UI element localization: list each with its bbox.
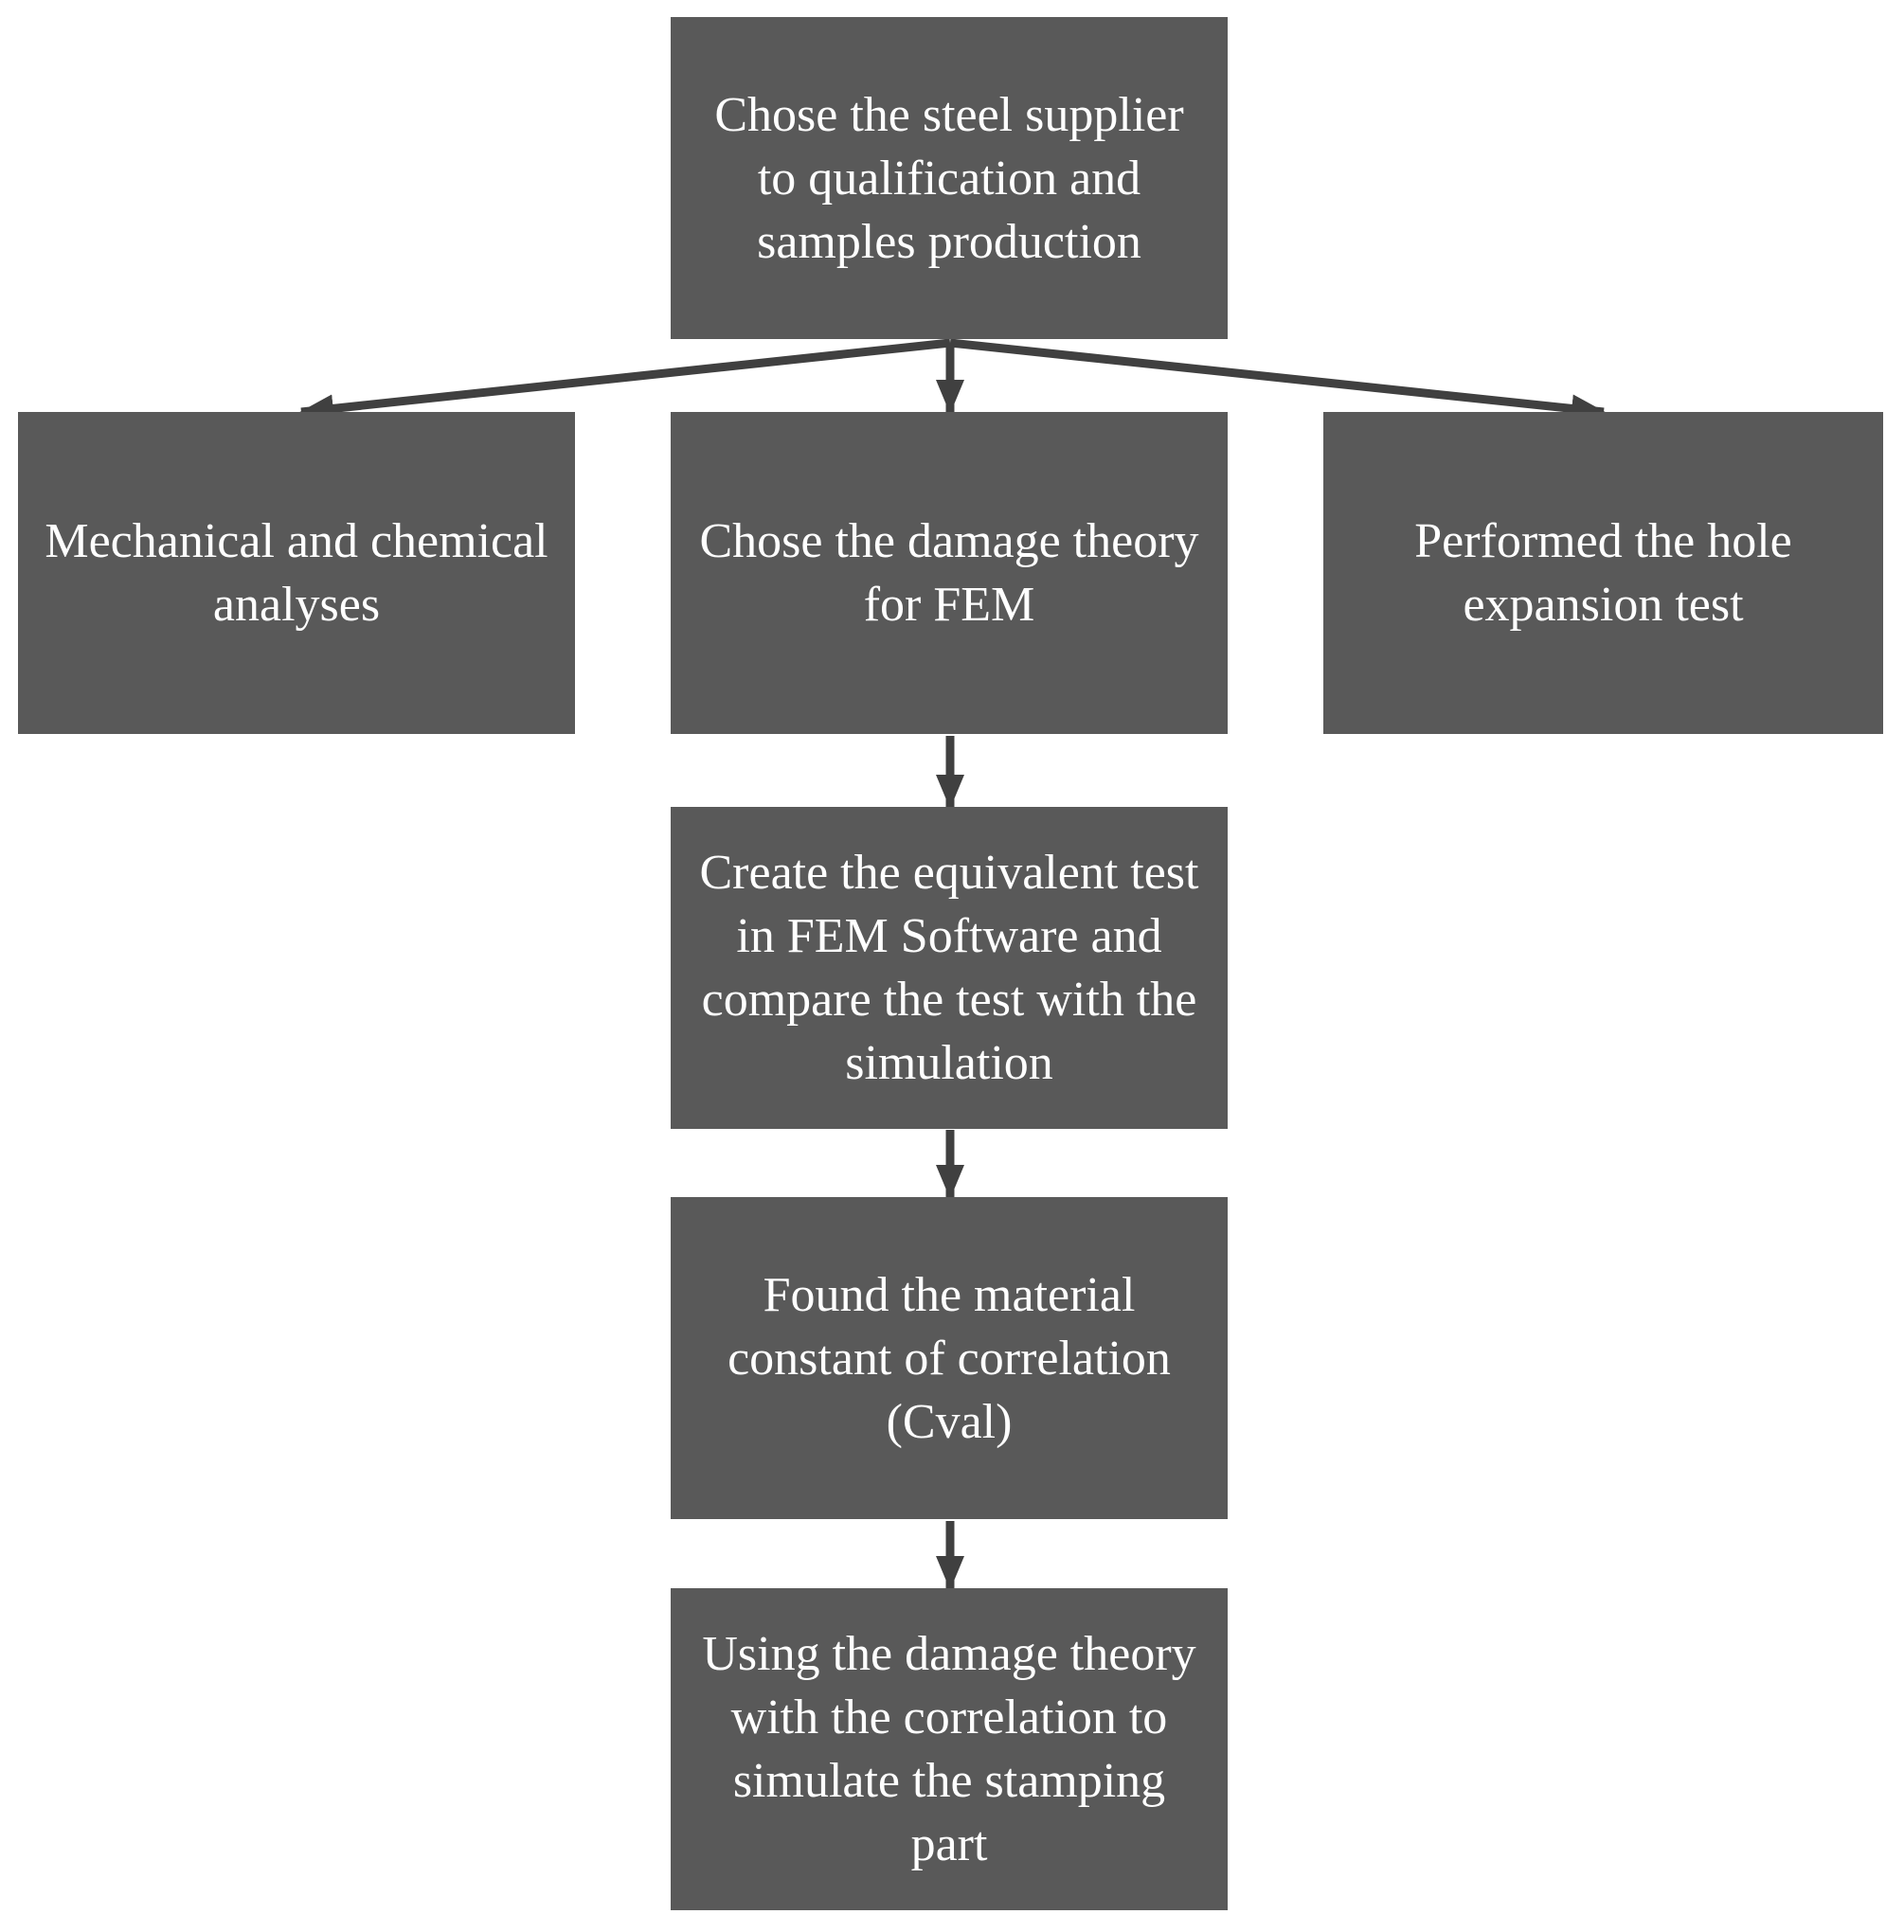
node-steel-supplier-label: Chose the steel supplier to qualificatio…: [714, 87, 1184, 269]
node-material-constant-label: Found the material constant of correlati…: [727, 1267, 1171, 1449]
node-material-constant: Found the material constant of correlati…: [671, 1197, 1228, 1519]
node-hole-expansion-test-label: Performed the hole expansion test: [1414, 514, 1792, 632]
node-create-equivalent-test-label: Create the equivalent test in FEM Softwa…: [699, 846, 1199, 1090]
node-steel-supplier: Chose the steel supplier to qualificatio…: [671, 17, 1228, 339]
node-using-damage-theory: Using the damage theory with the correla…: [671, 1588, 1228, 1910]
node-using-damage-theory-label: Using the damage theory with the correla…: [702, 1627, 1196, 1871]
node-mechanical-chemical-analyses: Mechanical and chemical analyses: [18, 412, 575, 734]
arrow-supplier-to-mechanical: [299, 338, 951, 423]
node-hole-expansion-test: Performed the hole expansion test: [1323, 412, 1883, 734]
node-damage-theory-label: Chose the damage theory for FEM: [699, 514, 1199, 632]
node-damage-theory: Chose the damage theory for FEM: [671, 412, 1228, 734]
node-create-equivalent-test: Create the equivalent test in FEM Softwa…: [671, 807, 1228, 1129]
arrow-supplier-to-hole-expansion: [949, 338, 1606, 423]
node-mechanical-chemical-analyses-label: Mechanical and chemical analyses: [45, 514, 548, 632]
